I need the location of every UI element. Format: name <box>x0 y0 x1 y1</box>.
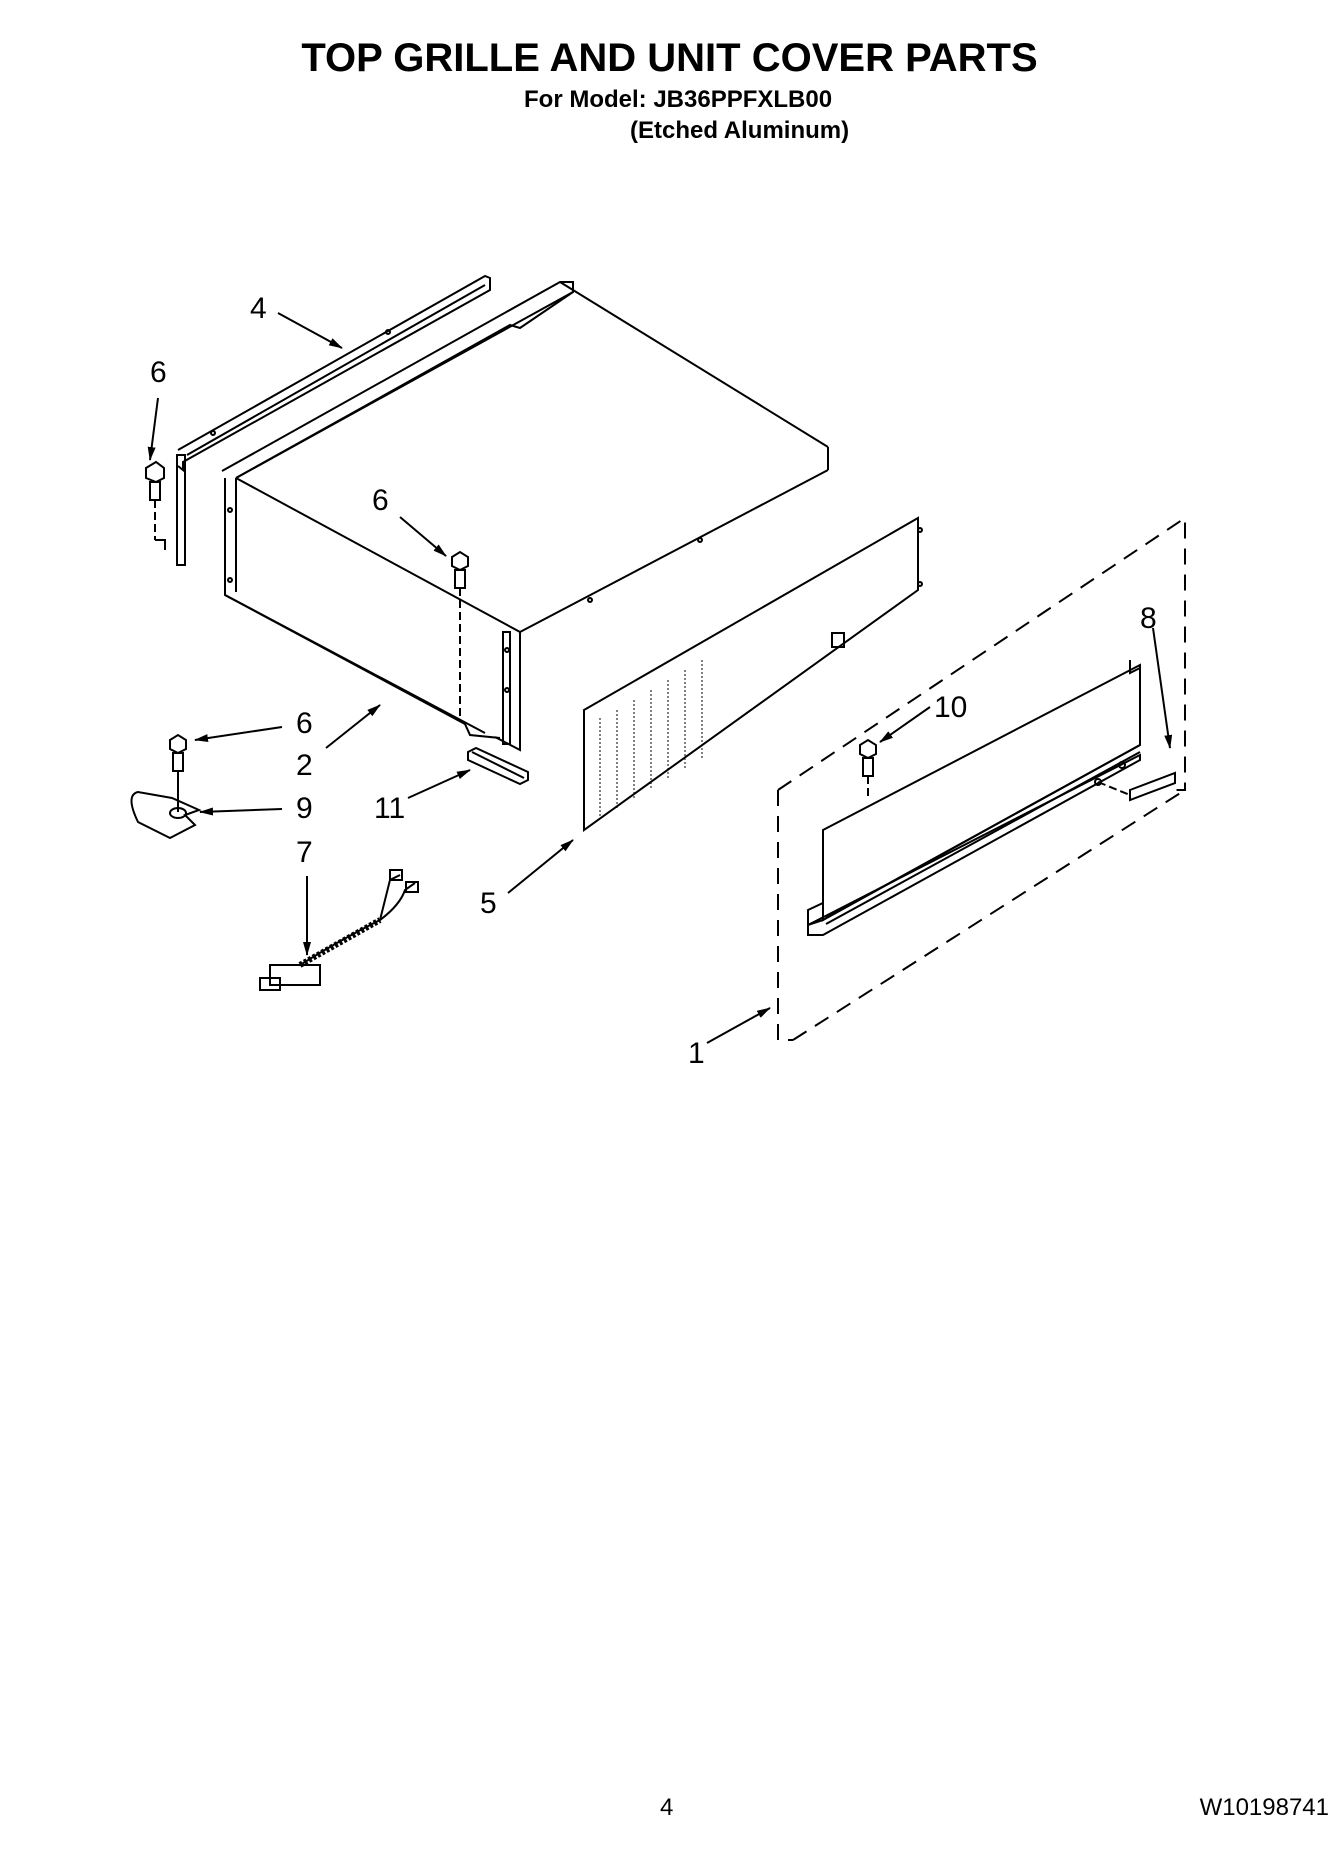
screw-part-6-top-left <box>145 460 166 550</box>
wire-harness-part-7 <box>259 869 419 991</box>
callout-6-lower-left: 6 <box>296 707 313 740</box>
document-number: W10198741 <box>1199 1794 1329 1821</box>
callout-1: 1 <box>688 1037 705 1070</box>
finish-label: (Etched Aluminum) <box>630 117 850 144</box>
callout-7: 7 <box>296 836 313 869</box>
page-number: 4 <box>660 1794 674 1821</box>
callout-6-center: 6 <box>372 484 389 517</box>
screw-part-6-center <box>451 550 469 720</box>
bracket-part-11 <box>467 746 529 786</box>
callout-arrows <box>147 312 1173 1044</box>
callout-4: 4 <box>250 292 267 325</box>
callout-2: 2 <box>296 749 313 782</box>
callout-11: 11 <box>374 792 405 825</box>
callout-10: 10 <box>934 691 967 724</box>
callout-9: 9 <box>296 792 313 825</box>
callout-5: 5 <box>480 887 497 920</box>
screw-part-10 <box>859 738 877 800</box>
model-number: For Model: JB36PPFXLB00 <box>524 86 833 113</box>
callout-6-top-left: 6 <box>150 356 167 389</box>
grille-panel-part-5 <box>583 516 923 832</box>
unit-cover-part-2 <box>221 281 829 752</box>
screw-part-6-lower-left <box>169 733 187 812</box>
rear-rail-part-4 <box>176 274 491 566</box>
page-title: TOP GRILLE AND UNIT COVER PARTS <box>301 36 1038 80</box>
callout-8: 8 <box>1140 602 1157 635</box>
base-grille-assembly-part-1 <box>777 516 1186 1041</box>
nameplate-part-8 <box>1097 771 1176 802</box>
clamp-part-9 <box>130 790 202 840</box>
